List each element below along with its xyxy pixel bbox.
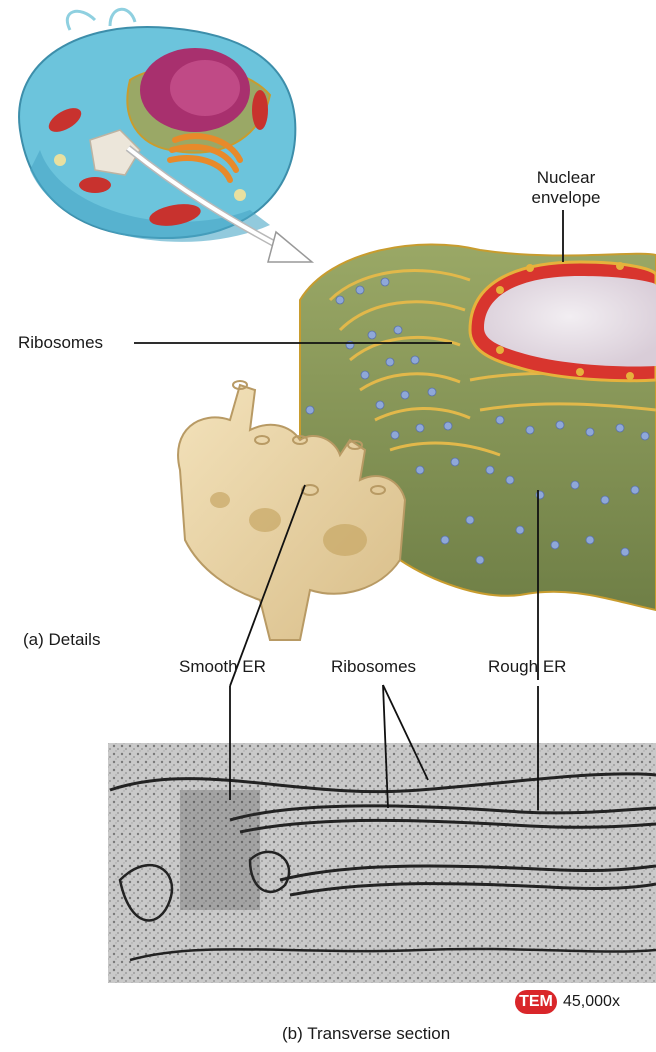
- tem-badge: TEM: [515, 990, 557, 1014]
- label-magnification: 45,000x: [563, 992, 620, 1012]
- tem-micrograph: [108, 743, 656, 983]
- label-nuclear-envelope-line1: Nuclear: [510, 168, 622, 188]
- cell-overview: [19, 9, 295, 242]
- label-nuclear-envelope: Nuclear envelope: [510, 168, 622, 208]
- label-rough-er: Rough ER: [488, 657, 566, 677]
- label-smooth-er: Smooth ER: [179, 657, 266, 677]
- label-nuclear-envelope-line2: envelope: [510, 188, 622, 208]
- label-ribosomes-top: Ribosomes: [18, 333, 103, 353]
- label-ribosomes-bottom: Ribosomes: [331, 657, 416, 677]
- label-part-b: (b) Transverse section: [282, 1024, 450, 1044]
- label-part-a: (a) Details: [23, 630, 100, 650]
